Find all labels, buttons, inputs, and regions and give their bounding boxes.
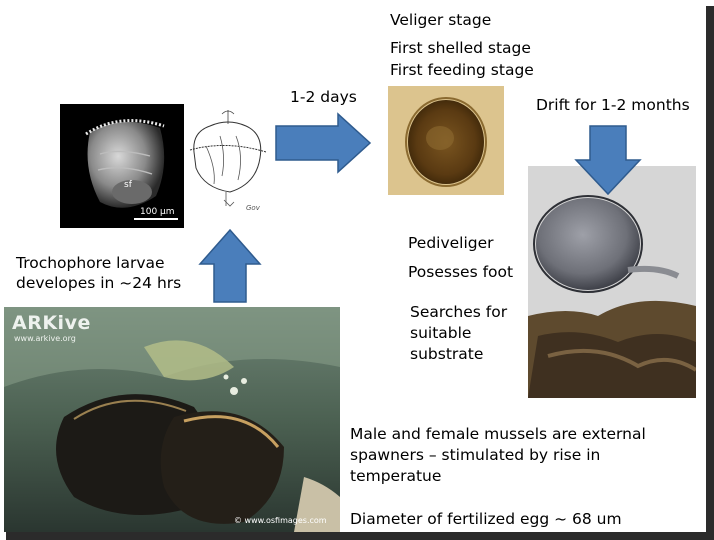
sem-sf-label: sf	[124, 180, 132, 190]
trochophore-label-2: developes in ~24 hrs	[16, 274, 182, 292]
arrow-right-icon	[275, 112, 372, 174]
diameter-label: Diameter of fertilized egg ~ 68 um	[350, 510, 622, 528]
arrow-down-icon	[574, 125, 642, 196]
veliger-photo	[388, 86, 504, 195]
searches-label-3: substrate	[410, 345, 484, 363]
pediveliger-photo	[528, 166, 696, 398]
sketch-signature: Gov	[246, 204, 260, 212]
sem-trochophore-image: sf 100 µm	[60, 104, 184, 228]
spawners-label-1: Male and female mussels are external	[350, 425, 646, 443]
arkive-logo: ARKive	[12, 312, 91, 334]
drift-label: Drift for 1-2 months	[536, 96, 690, 114]
slide-shadow-bottom	[6, 532, 714, 540]
sem-scale-label: 100 µm	[140, 207, 175, 217]
possesses-foot-label: Posesses foot	[408, 263, 514, 281]
veliger-stage-label: Veliger stage	[390, 11, 492, 29]
first-feeding-label: First feeding stage	[390, 61, 534, 79]
pediveliger-label: Pediveliger	[408, 234, 494, 252]
searches-label-1: Searches for	[410, 303, 508, 321]
slide-shadow-right	[706, 6, 714, 540]
osf-credit: © www.osfimages.com	[234, 516, 327, 525]
sem-scale-bar	[134, 218, 178, 220]
mussel-photo: ARKive www.arkive.org © www.osfimages.co…	[4, 307, 340, 532]
one-two-days-label: 1-2 days	[290, 88, 357, 106]
spawners-label-3: temperatue	[350, 467, 442, 485]
slide: sf 100 µm Gov	[4, 11, 696, 532]
searches-label-2: suitable	[410, 324, 472, 342]
arrow-up-icon	[198, 228, 262, 303]
first-shelled-label: First shelled stage	[390, 39, 531, 57]
arkive-url: www.arkive.org	[14, 334, 76, 343]
trochophore-sketch-image: Gov	[186, 106, 270, 222]
trochophore-label-1: Trochophore larvae	[16, 254, 165, 272]
spawners-label-2: spawners – stimulated by rise in	[350, 446, 601, 464]
